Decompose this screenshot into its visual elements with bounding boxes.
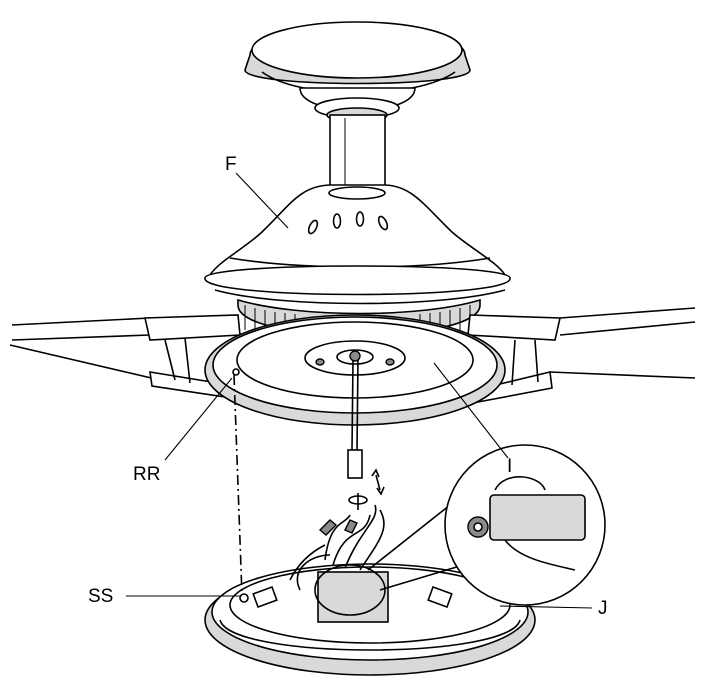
canopy — [244, 21, 471, 123]
leader-J — [499, 605, 593, 609]
leader-RR — [164, 377, 233, 461]
label-F: F — [225, 154, 237, 175]
leader-I — [433, 362, 509, 459]
magnified-inset — [314, 444, 606, 616]
switch-housing-plate — [204, 314, 506, 479]
alignment-guide — [232, 368, 249, 603]
fan-blades — [9, 307, 696, 403]
leader-F — [235, 172, 289, 229]
leader-lines — [126, 172, 593, 609]
label-J: J — [598, 598, 608, 619]
label-SS: SS — [88, 586, 113, 607]
label-RR: RR — [133, 464, 160, 485]
connect-arrows — [348, 468, 385, 510]
light-kit-pan — [204, 504, 536, 676]
label-I: I — [507, 456, 512, 477]
